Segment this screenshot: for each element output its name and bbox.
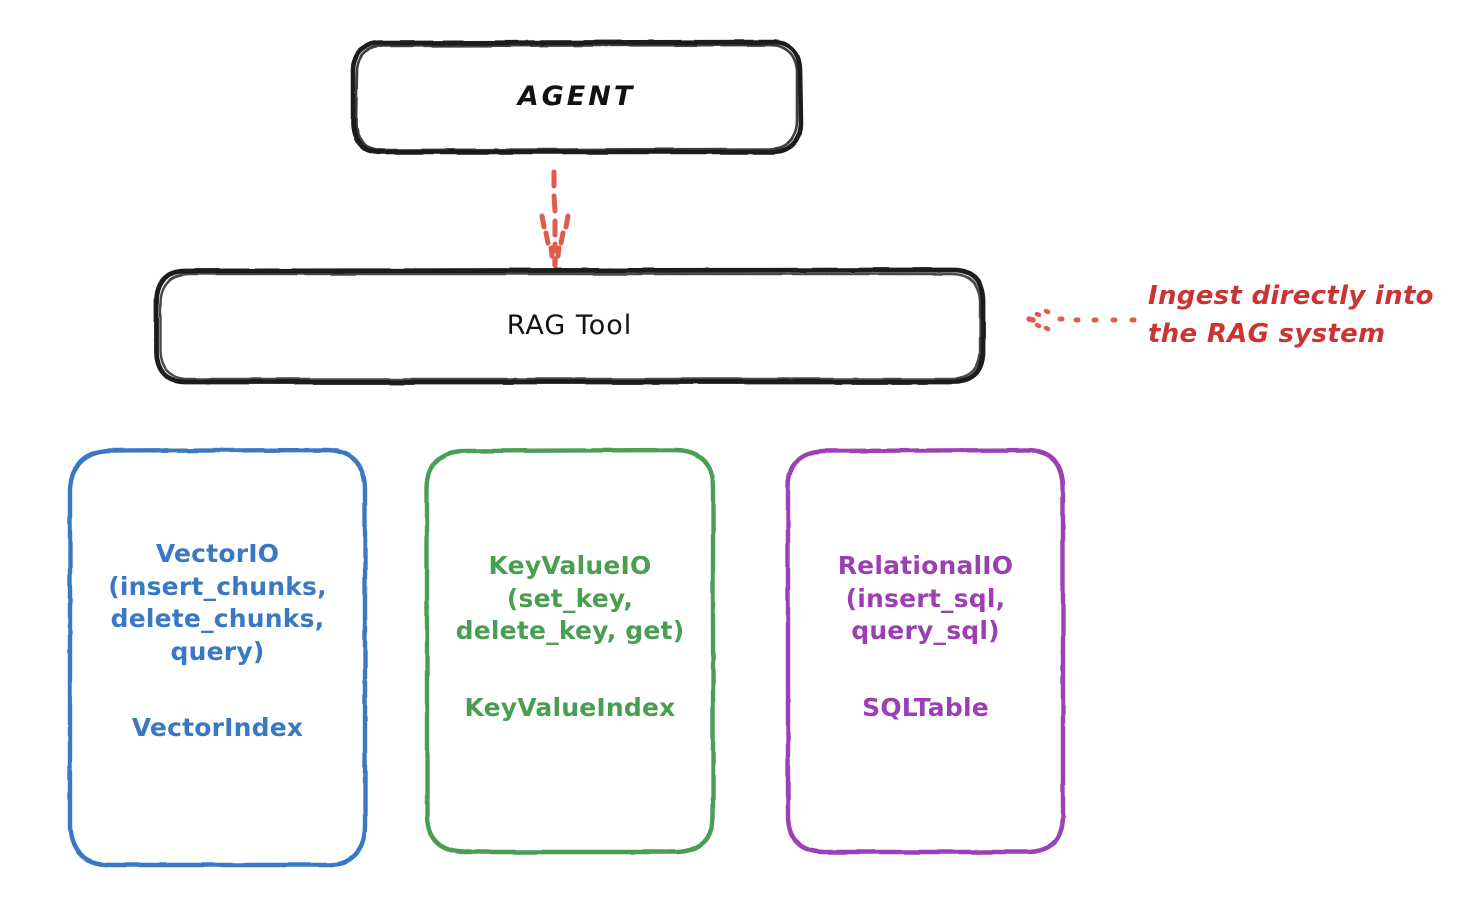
key-value-index-label: KeyValueIndex (464, 692, 676, 722)
relational-io-api-label: RelationalIO (insert_sql, query_sql) (837, 551, 1014, 645)
ingest-to-rag-connector (1026, 308, 1137, 332)
vector-io-node: VectorIO (insert_chunks, delete_chunks, … (70, 450, 365, 865)
agent-node-label: AGENT (517, 80, 636, 112)
vector-io-api-label: VectorIO (insert_chunks, delete_chunks, … (108, 539, 327, 666)
key-value-io-node: KeyValueIO (set_key, delete_key, get) Ke… (427, 450, 713, 852)
relational-io-node: RelationalIO (insert_sql, query_sql) SQL… (788, 450, 1063, 852)
ingest-annotation-label: Ingest directly into the RAG system (1148, 281, 1434, 349)
key-value-io-api-label: KeyValueIO (set_key, delete_key, get) (455, 551, 685, 645)
vector-index-label: VectorIndex (131, 713, 304, 742)
agent-to-rag-connector (539, 169, 571, 268)
sql-table-label: SQLTable (862, 692, 989, 722)
rag-tool-node-label: RAG Tool (506, 309, 633, 341)
